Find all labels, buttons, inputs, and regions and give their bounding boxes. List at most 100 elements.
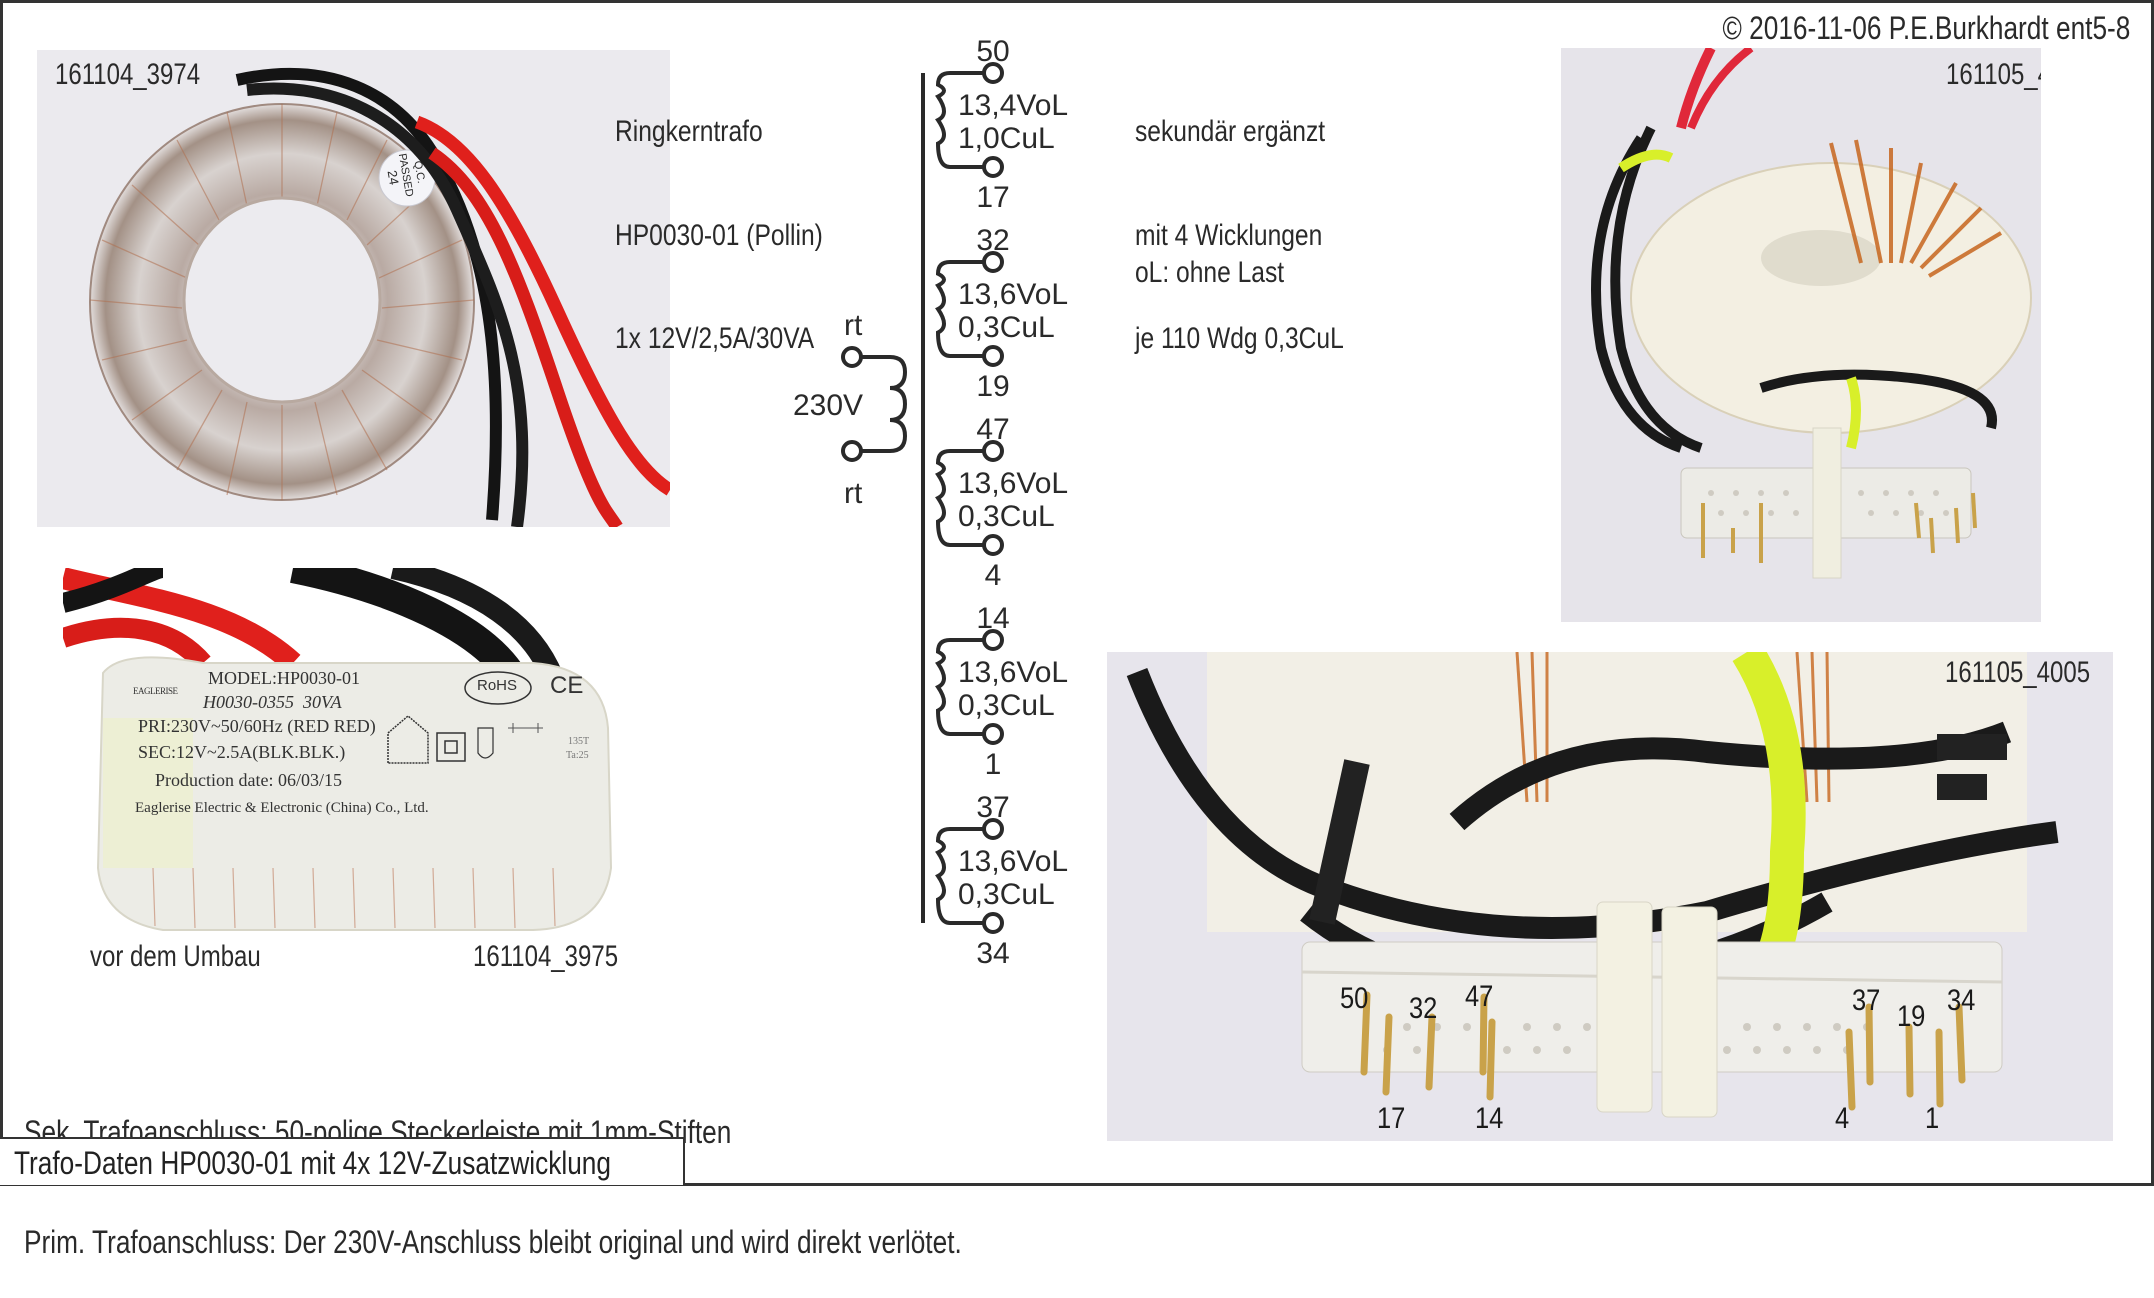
wire-black-2	[246, 82, 529, 527]
secondary-end-pin-label: 17	[976, 181, 1009, 214]
connector-heatshrink	[1309, 759, 1370, 925]
rebuilt-connector-holes	[1708, 490, 1949, 516]
secondary-start-pin-label: 14	[976, 602, 1009, 635]
connector-illustration	[1126, 652, 2059, 1118]
photo-rebuilt-top: 161105_4004	[1561, 48, 2041, 622]
label-wire-red-2	[63, 617, 211, 670]
rebuilt-toroid-hole	[1761, 230, 1881, 286]
qc-sticker-text-3: 24	[385, 169, 402, 186]
secondary-terminal-start	[982, 251, 1004, 273]
label-brand: EAGLERISE	[133, 686, 178, 696]
secondary-coil	[935, 260, 984, 358]
pin-label-32: 32	[1409, 992, 1438, 1025]
modification-note-line-1: sekundär ergänzt	[1135, 115, 1326, 148]
legend-ol: oL: ohne Last	[1135, 256, 1285, 289]
wire-black-1	[235, 67, 502, 521]
toroid-hole	[182, 196, 382, 404]
secondary-coil	[935, 638, 984, 736]
transformer-info-line-2: HP0030-01 (Pollin)	[615, 218, 823, 252]
secondary-end-pin-label: 34	[976, 937, 1009, 970]
fuse-symbol-icon	[508, 723, 543, 733]
secondary-terminal-end	[982, 156, 1004, 178]
pin-label-17: 17	[1377, 1102, 1406, 1135]
photo-id-3975: 161104_3975	[473, 940, 619, 973]
secondary-start-pin-label: 37	[976, 791, 1009, 824]
secondary-voltage-label: 13,6VoL	[958, 656, 1068, 689]
toroid-windings	[89, 104, 475, 500]
transformer-info: Ringkerntrafo HP0030-01 (Pollin) 1x 12V/…	[615, 46, 823, 391]
wire-red-2	[428, 147, 623, 527]
rohs-badge	[464, 671, 532, 705]
secondary-terminal-end	[982, 534, 1004, 556]
label-part: H0030-0355 30VA	[203, 692, 342, 712]
label-ce: CE	[550, 672, 584, 699]
label-photo-illustration	[63, 568, 613, 931]
photo-id-3974: 161104_3974	[55, 58, 201, 91]
secondary-wire-label: 0,3CuL	[958, 689, 1055, 722]
label-secondary: SEC:12V~2.5A(BLK.BLK.)	[138, 742, 346, 762]
secondary-voltage-label: 13,4VoL	[958, 89, 1068, 122]
secondary-start-pin-label: 47	[976, 413, 1009, 446]
label-temp: 135T	[568, 736, 590, 747]
caption-text: Trafo-Daten HP0030-01 mit 4x 12V-Zusatzw…	[14, 1145, 611, 1181]
label-body	[96, 656, 613, 931]
type-label-note: vor dem Umbau	[90, 940, 261, 973]
secondary-coil	[935, 71, 984, 169]
copyright-text: © 2016-11-06 P.E.Burkhardt ent5-8	[1722, 10, 2130, 46]
secondary-voltage-label: 13,6VoL	[958, 467, 1068, 500]
primary-terminal-top	[841, 346, 863, 368]
pin-label-19: 19	[1897, 1000, 1926, 1033]
connector-cable-tie-white-1	[1596, 901, 1653, 1113]
secondary-terminal-start	[982, 62, 1004, 84]
pin-label-4: 4	[1835, 1102, 1850, 1135]
rebuilt-top-illustration	[1591, 48, 2032, 579]
photo-type-label: EAGLERISE MODEL:HP0030-01 H0030-0355 30V…	[63, 568, 661, 933]
primary-wire-bottom-label: rt	[844, 477, 863, 510]
top-wire-red	[1676, 48, 1716, 130]
page-frame	[0, 0, 2154, 1186]
label-ta: Ta:25	[566, 750, 589, 761]
house-icon	[387, 715, 429, 764]
transformer-schematic: rt rt 230V 501713,4VoL1,0CuL321913,6VoL0…	[793, 35, 1068, 970]
secondary-end-pin-label: 1	[985, 748, 1002, 781]
cable-tie-yellow-2	[1846, 376, 1861, 450]
secondary-end-pin-label: 4	[985, 559, 1002, 592]
photo-id-4005: 161105_4005	[1945, 656, 2091, 689]
secondary-terminal-start	[982, 440, 1004, 462]
label-production-date: Production date: 06/03/15	[155, 770, 342, 790]
primary-wire-top-label: rt	[844, 309, 863, 342]
connector-holes	[1383, 1023, 1871, 1054]
connector-cable-tie-white-2	[1661, 906, 1718, 1118]
modification-note-line-3: je 110 Wdg 0,3CuL	[1135, 322, 1344, 355]
transformer-info-line-1: Ringkerntrafo	[615, 115, 763, 148]
secondary-start-pin-label: 32	[976, 224, 1009, 257]
connection-note-primary: Prim. Trafoanschluss: Der 230V-Anschluss…	[24, 1223, 962, 1260]
primary-coil	[852, 355, 908, 453]
label-manufacturer: Eaglerise Electric & Electronic (China) …	[135, 800, 429, 816]
secondary-voltage-label: 13,6VoL	[958, 278, 1068, 311]
label-wire-black-3	[390, 568, 564, 683]
primary-voltage-label: 230V	[793, 389, 863, 422]
copper-winding	[1829, 139, 2003, 278]
thermal-fuse-icon	[477, 727, 494, 759]
caption-box: Trafo-Daten HP0030-01 mit 4x 12V-Zusatzw…	[0, 1137, 685, 1185]
cable-tie-yellow-1	[1618, 149, 1674, 173]
modification-note-line-2: mit 4 Wicklungen	[1135, 218, 1323, 252]
primary-terminal-bottom	[841, 440, 863, 462]
secondary-wire-label: 0,3CuL	[958, 500, 1055, 533]
modification-note: sekundär ergänzt mit 4 Wicklungen je 110…	[1135, 46, 1344, 391]
pin-label-37: 37	[1852, 984, 1881, 1017]
secondary-terminal-start	[982, 818, 1004, 840]
pin-label-14: 14	[1475, 1102, 1504, 1135]
photo-toroid-front: Q.C. PASSED 24 161104_3974	[37, 50, 670, 527]
secondary-wire-label: 0,3CuL	[958, 878, 1055, 911]
rebuilt-black-wires	[1591, 125, 1997, 453]
connector-gold-pins	[1360, 991, 1966, 1111]
cable-tie-white	[1812, 427, 1842, 579]
transformer-info-line-3: 1x 12V/2,5A/30VA	[615, 322, 815, 355]
label-copper-turns	[152, 867, 556, 929]
